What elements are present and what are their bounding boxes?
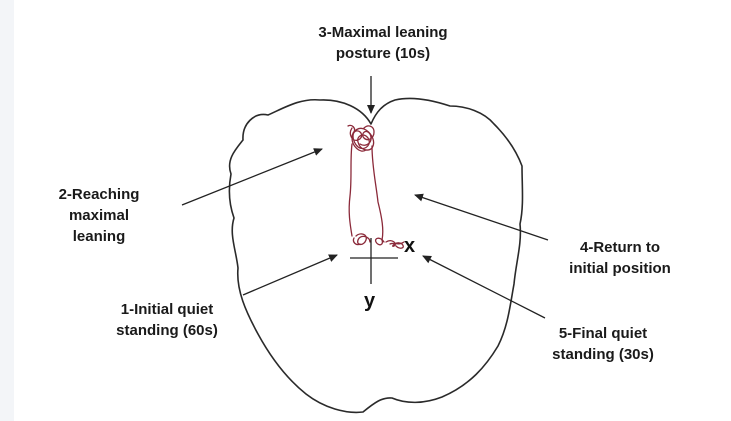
label-return-to-initial-position-line2: initial position [550,258,690,279]
label-maximal-leaning-posture: 3-Maximal leaning posture (10s) [298,22,468,64]
label-return-to-initial-position-line1: 4-Return to [550,237,690,258]
label-maximal-leaning-posture-line1: 3-Maximal leaning [298,22,468,43]
base-of-support-outline [229,98,522,412]
label-final-quiet-standing-line1: 5-Final quiet [538,323,668,344]
cop-trajectory [348,125,404,248]
label-reaching-maximal-leaning-line1: 2-Reaching [44,184,154,205]
arrow-return-to-initial-position [415,195,548,240]
arrow-reaching-maximal-leaning [182,149,322,205]
label-initial-quiet-standing: 1-Initial quiet standing (60s) [102,299,232,341]
y-axis-label: y [364,291,375,311]
label-final-quiet-standing-line2: standing (30s) [538,344,668,365]
label-reaching-maximal-leaning-line3: leaning [44,226,154,247]
label-return-to-initial-position: 4-Return to initial position [550,237,690,279]
x-axis-label: x [404,236,415,256]
label-initial-quiet-standing-line2: standing (60s) [102,320,232,341]
annotation-arrows [182,76,548,318]
arrow-final-quiet-standing [423,256,545,318]
label-reaching-maximal-leaning-line2: maximal [44,205,154,226]
label-initial-quiet-standing-line1: 1-Initial quiet [102,299,232,320]
arrow-initial-quiet-standing [243,255,337,295]
label-maximal-leaning-posture-line2: posture (10s) [298,43,468,64]
label-final-quiet-standing: 5-Final quiet standing (30s) [538,323,668,365]
label-reaching-maximal-leaning: 2-Reaching maximal leaning [44,184,154,247]
